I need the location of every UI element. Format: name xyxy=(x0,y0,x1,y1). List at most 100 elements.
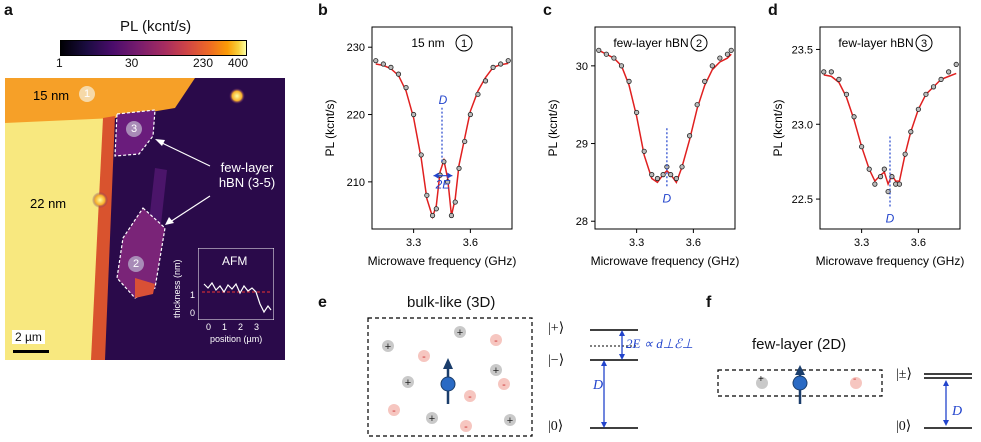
y-axis-label: PL (kcnt/s) xyxy=(771,100,785,157)
data-point xyxy=(448,212,455,219)
spin-sphere-icon xyxy=(440,376,456,392)
negative-charge xyxy=(388,404,400,416)
data-point xyxy=(702,78,708,84)
panel-a-letter: a xyxy=(4,2,13,19)
data-point xyxy=(836,76,842,82)
data-point xyxy=(660,172,666,178)
positive-charge xyxy=(426,412,438,424)
negative-charge xyxy=(850,377,862,389)
panel-f-title: few-layer (2D) xyxy=(752,336,847,353)
data-point xyxy=(902,151,908,157)
data-point xyxy=(505,58,511,64)
flake-edge xyxy=(91,116,115,360)
afm-ytick-1: 1 xyxy=(190,290,196,300)
energy-levels-2d xyxy=(924,373,972,429)
data-point xyxy=(649,172,655,178)
flake-3-marker: 3 xyxy=(126,121,142,137)
afm-title: AFM xyxy=(222,254,248,268)
data-point xyxy=(373,58,379,64)
data-point xyxy=(896,181,903,187)
spin-arrow-icon xyxy=(443,358,453,369)
lattice-2d xyxy=(717,365,883,404)
plus-sign: + xyxy=(493,365,499,377)
D-label-e: D xyxy=(593,378,604,393)
sample-number-circle xyxy=(915,34,933,52)
data-point xyxy=(953,61,959,68)
label-22nm: 22 nm xyxy=(30,196,67,211)
data-point xyxy=(717,55,723,61)
plus-sign: + xyxy=(385,341,391,353)
level-zero-label: |0⟩ xyxy=(548,419,564,434)
y-tick-label: 230 xyxy=(347,42,365,54)
data-point xyxy=(626,78,632,84)
y-tick-label: 29 xyxy=(576,139,588,151)
2E-arrowhead-left xyxy=(433,172,439,179)
x-tick-label: 3.6 xyxy=(686,237,701,249)
x-tick-label: 3.3 xyxy=(854,237,869,249)
data-point xyxy=(877,174,884,180)
positive-charge xyxy=(454,326,466,338)
data-point xyxy=(724,51,731,57)
data-point xyxy=(872,181,878,187)
data-point xyxy=(881,166,887,172)
panel-e-letter: e xyxy=(318,294,327,311)
data-point xyxy=(388,64,394,71)
minus-sign: - xyxy=(853,374,857,385)
lattice-3d: ++--++---+-+ xyxy=(367,317,533,437)
data-point xyxy=(452,199,458,205)
data-point xyxy=(668,172,674,178)
hot-spot xyxy=(92,192,108,208)
data-point xyxy=(915,106,921,112)
data-point xyxy=(654,175,661,182)
data-point xyxy=(395,71,402,77)
y-tick-label: 220 xyxy=(347,110,365,122)
data-point xyxy=(885,188,891,195)
splitting-label: 2E ∝ d⊥ℰ⊥ xyxy=(626,336,694,351)
panel-b-letter: b xyxy=(318,2,328,19)
fit-curve xyxy=(823,72,957,187)
annotation-few-layer: few-layer hBN (3-5) xyxy=(218,160,276,190)
plus-sign: + xyxy=(758,374,764,385)
level-plus-label: |+⟩ xyxy=(548,321,565,336)
sample-label: 15 nm xyxy=(411,36,444,50)
energy-levels-3d xyxy=(590,329,638,429)
data-point xyxy=(728,47,734,53)
x-tick-label: 3.3 xyxy=(629,237,644,249)
data-point xyxy=(445,179,451,185)
level-minus-label: |−⟩ xyxy=(548,353,565,368)
data-point xyxy=(828,69,834,75)
D-annotation: D xyxy=(439,93,448,107)
plot-frame xyxy=(819,26,961,230)
spin-sphere-icon xyxy=(792,375,808,391)
minus-sign: - xyxy=(422,351,426,363)
colorbar-tick-30: 30 xyxy=(125,56,139,70)
afm-inset xyxy=(198,248,274,320)
negative-charge xyxy=(418,350,430,362)
positive-charge xyxy=(490,364,502,376)
afm-ylabel: thickness (nm) xyxy=(172,259,182,318)
minus-sign: - xyxy=(502,379,506,391)
data-point xyxy=(673,175,679,182)
D-annotation: D xyxy=(663,191,672,205)
data-point xyxy=(596,47,602,53)
data-point xyxy=(694,102,700,108)
scale-bar xyxy=(13,350,49,353)
y-tick-label: 23.5 xyxy=(792,44,813,56)
data-point xyxy=(467,111,473,118)
negative-charge xyxy=(464,390,476,402)
data-point xyxy=(923,91,929,97)
positive-charge xyxy=(756,377,768,389)
minus-sign: - xyxy=(468,391,472,403)
data-point xyxy=(618,63,625,69)
colorbar-tick-400: 400 xyxy=(228,56,249,70)
D-label-f: D xyxy=(952,404,963,419)
data-point xyxy=(709,63,715,69)
x-tick-label: 3.6 xyxy=(463,237,478,249)
colorbar-title: PL (kcnt/s) xyxy=(120,18,192,35)
flake-2-region xyxy=(117,208,165,298)
data-point xyxy=(679,164,685,170)
scale-bar-label: 2 µm xyxy=(12,330,45,344)
